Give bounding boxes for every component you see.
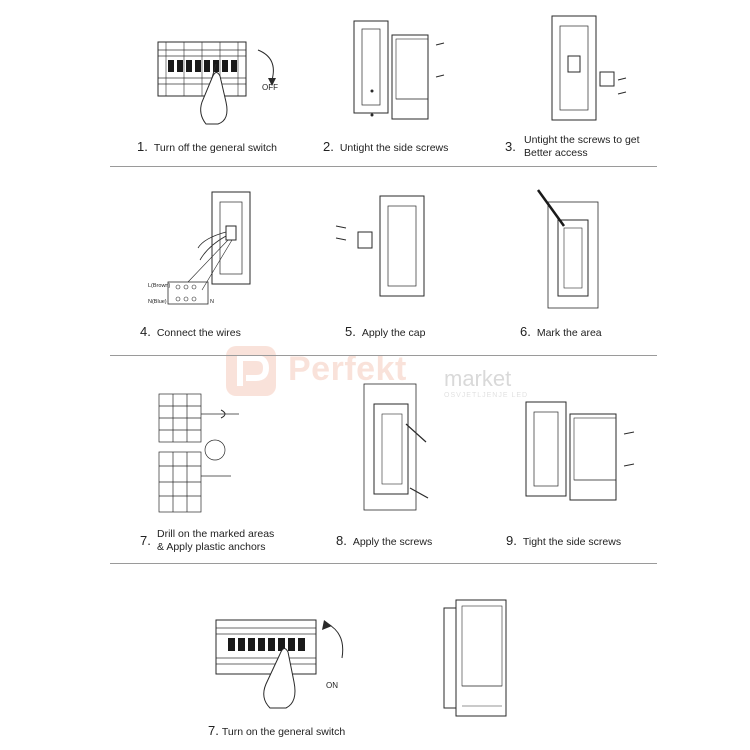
brand-logo-icon [226, 346, 276, 396]
drill-anchors-illustration [158, 393, 239, 513]
breaker-panel-off-illustration: OFF [157, 41, 278, 125]
step-text: Turn on the general switch [221, 726, 346, 738]
side-screws-illustration [353, 20, 445, 120]
step-text: Turn off the general switch [153, 142, 277, 154]
installed-lamp-illustration [443, 599, 507, 717]
wire-label-neutral: N(Blue) [148, 299, 167, 305]
step-text: Untight the screws to get [524, 134, 640, 146]
final-product [440, 596, 510, 720]
step-number: 2. [323, 139, 334, 154]
step-number: 9. [506, 533, 517, 548]
off-label: OFF [262, 83, 278, 92]
row-divider [110, 563, 657, 564]
step-text: Apply the cap [361, 327, 426, 339]
step-number: 1. [137, 139, 148, 154]
step-text: Tight the side screws [522, 536, 622, 548]
step-number: 6. [520, 324, 531, 339]
step-final-caption: 7.Turn on the general switch [208, 724, 345, 739]
step-8 [350, 380, 450, 514]
step-1-caption: 1. Turn off the general switch [137, 140, 277, 155]
tight-screws-illustration [525, 401, 635, 501]
step-9-caption: 9. Tight the side screws [506, 534, 621, 549]
step-final: ON [208, 612, 358, 712]
step-6-caption: 6. Mark the area [520, 325, 602, 340]
step-number: 7. [208, 723, 219, 738]
access-screws-illustration [551, 15, 627, 121]
connect-wires-illustration: L(Brown) N(Blue) N [148, 191, 251, 305]
step-number: 3. [505, 139, 516, 154]
on-label: ON [326, 681, 338, 690]
step-number: 7. [140, 533, 151, 548]
step-4-caption: 4. Connect the wires [140, 325, 241, 340]
breaker-panel-on-illustration: ON [215, 619, 344, 709]
step-1: OFF [150, 28, 300, 128]
wire-label-n: N [210, 299, 214, 305]
apply-screws-illustration [363, 383, 429, 511]
step-text: Untight the side screws [339, 142, 449, 154]
step-4: L(Brown) N(Blue) N [148, 186, 278, 310]
step-text-line2: Better access [524, 147, 588, 159]
watermark-brand: Perfekt [288, 350, 407, 388]
step-3 [540, 10, 640, 130]
step-text-line2: & Apply plastic anchors [157, 541, 266, 553]
step-text: Mark the area [536, 327, 602, 339]
step-6 [530, 186, 610, 312]
step-2 [340, 15, 460, 125]
row-divider [110, 355, 657, 356]
step-number: 5. [345, 324, 356, 339]
step-7-drill [155, 390, 270, 520]
step-text: Connect the wires [156, 327, 241, 339]
step-5 [328, 190, 438, 302]
watermark-tagline: OSVJETLJENJE LED [444, 392, 529, 399]
step-8-caption: 8. Apply the screws [336, 534, 432, 549]
step-text: Drill on the marked areas [157, 528, 275, 540]
step-9 [520, 396, 650, 506]
row-divider [110, 166, 657, 167]
watermark-suffix: market [444, 366, 512, 391]
mark-area-illustration [536, 189, 599, 309]
step-number: 4. [140, 324, 151, 339]
watermark: Perfekt market OSVJETLJENJE LED [222, 342, 532, 412]
step-2-caption: 2. Untight the side screws [323, 140, 448, 155]
apply-cap-illustration [335, 195, 425, 297]
wire-label-live: L(Brown) [148, 283, 170, 289]
step-number: 8. [336, 533, 347, 548]
step-5-caption: 5. Apply the cap [345, 325, 425, 340]
step-text: Apply the screws [352, 536, 433, 548]
